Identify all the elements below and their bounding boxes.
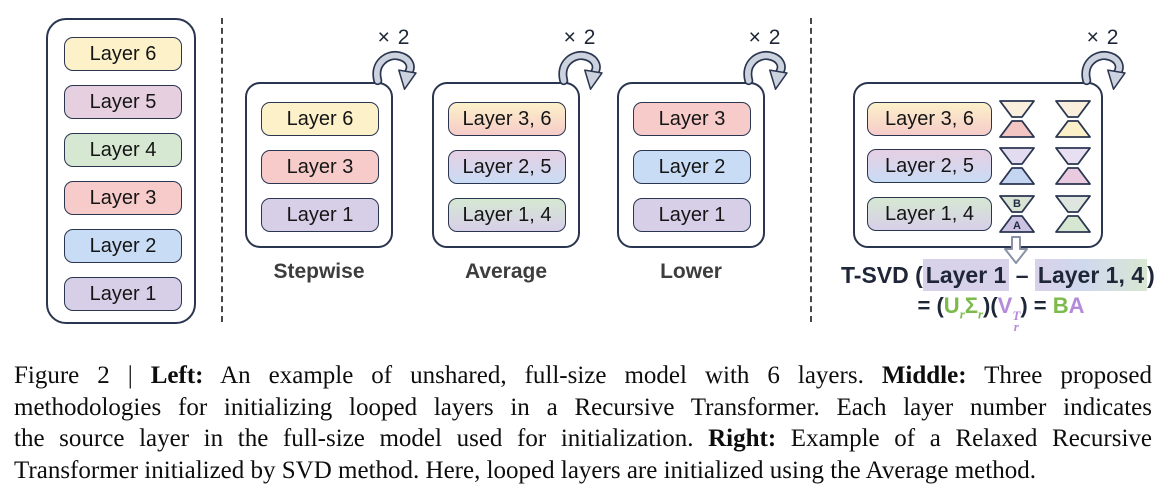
caption-line: the source layer in the full-size model … (14, 425, 1152, 452)
loop-x2-svd: × 2 (1076, 26, 1130, 94)
full-model-container: Layer 6 Layer 5 Layer 4 Layer 3 Layer 2 … (46, 18, 196, 324)
eq-part: )( (983, 293, 998, 318)
layer-box: Layer 1, 4 (867, 197, 992, 231)
tsvd-suffix: ) (1147, 262, 1155, 288)
lora-b-label: B (1013, 198, 1021, 210)
lora-hourglass-icon (1054, 99, 1092, 139)
layer-box: Layer 5 (64, 85, 182, 119)
tsvd-equation-line1: T-SVD (Layer 1 – Layer 1, 4) (841, 259, 1155, 291)
layer-box: Layer 2, 5 (867, 149, 992, 183)
tsvd-layer14-highlight: Layer 1, 4 (1034, 259, 1148, 291)
loop-arrow-icon (1081, 50, 1126, 90)
stepwise-container: Layer 6 Layer 3 Layer 1 (245, 82, 393, 248)
layer-box: Layer 6 (64, 37, 182, 71)
loop-x2-average: × 2 (553, 26, 607, 94)
lora-a-label: A (1013, 220, 1021, 232)
lower-label: Lower (660, 260, 722, 283)
lower-container: Layer 3 Layer 2 Layer 1 (617, 82, 765, 248)
lora-ba-hourglass-icon: B A (998, 194, 1036, 234)
dashed-divider (221, 18, 223, 322)
layer-box: Layer 1, 4 (448, 198, 566, 232)
lora-hourglass-icon (1054, 194, 1092, 234)
eq-part: ) = (1020, 293, 1053, 318)
loop-x2-lower: × 2 (738, 26, 792, 94)
average-label: Average (464, 260, 548, 283)
loop-arrow-icon (743, 50, 788, 90)
eq-b: B (1052, 293, 1069, 318)
x2-label: × 2 (377, 26, 411, 49)
caption-line: methodologies for initializing looped la… (14, 393, 1152, 421)
layer-box: Layer 1 (261, 198, 379, 232)
layer-box: Layer 2, 5 (448, 150, 566, 184)
x2-label: × 2 (748, 26, 782, 49)
layer-box: Layer 3, 6 (867, 102, 992, 136)
tsvd-dash: – (1009, 262, 1035, 288)
eq-a: A (1068, 293, 1085, 318)
eq-part: = ( (917, 293, 944, 318)
layer-box: Layer 3 (64, 181, 182, 215)
layer-box: Layer 4 (64, 133, 182, 167)
layer-box: Layer 2 (64, 229, 182, 263)
layer-box: Layer 6 (261, 102, 379, 136)
layer-box: Layer 1 (633, 198, 751, 232)
tsvd-layer1-highlight: Layer 1 (922, 259, 1010, 291)
down-arrow-icon (1004, 236, 1028, 269)
eq-u-sigma: UrΣr (943, 293, 984, 322)
tsvd-prefix: T-SVD ( (841, 262, 923, 288)
layer-box: Layer 3 (633, 102, 751, 136)
x2-label: × 2 (1086, 26, 1120, 49)
layer-box: Layer 2 (633, 150, 751, 184)
dashed-divider (810, 18, 812, 322)
average-container: Layer 3, 6 Layer 2, 5 Layer 1, 4 (432, 82, 580, 248)
lora-hourglass-icon (998, 99, 1036, 139)
layer-box: Layer 3 (261, 150, 379, 184)
lora-hourglass-icon (1054, 146, 1092, 186)
x2-label: × 2 (563, 26, 597, 49)
loop-x2-stepwise: × 2 (367, 26, 421, 94)
stepwise-label: Stepwise (273, 260, 365, 283)
figure-caption: Figure 2 | Left: An example of unshared,… (14, 360, 1152, 486)
lora-hourglass-icon (998, 146, 1036, 186)
caption-line: Transformer initialized by SVD method. H… (14, 456, 1036, 484)
layer-box: Layer 3, 6 (448, 102, 566, 136)
layer-box: Layer 1 (64, 277, 182, 311)
svd-container: Layer 3, 6 Layer 2, 5 Layer 1, 4 (853, 82, 1103, 248)
loop-arrow-icon (558, 50, 603, 90)
loop-arrow-icon (372, 50, 417, 90)
caption-line: Figure 2 | Left: An example of unshared,… (14, 362, 1152, 389)
